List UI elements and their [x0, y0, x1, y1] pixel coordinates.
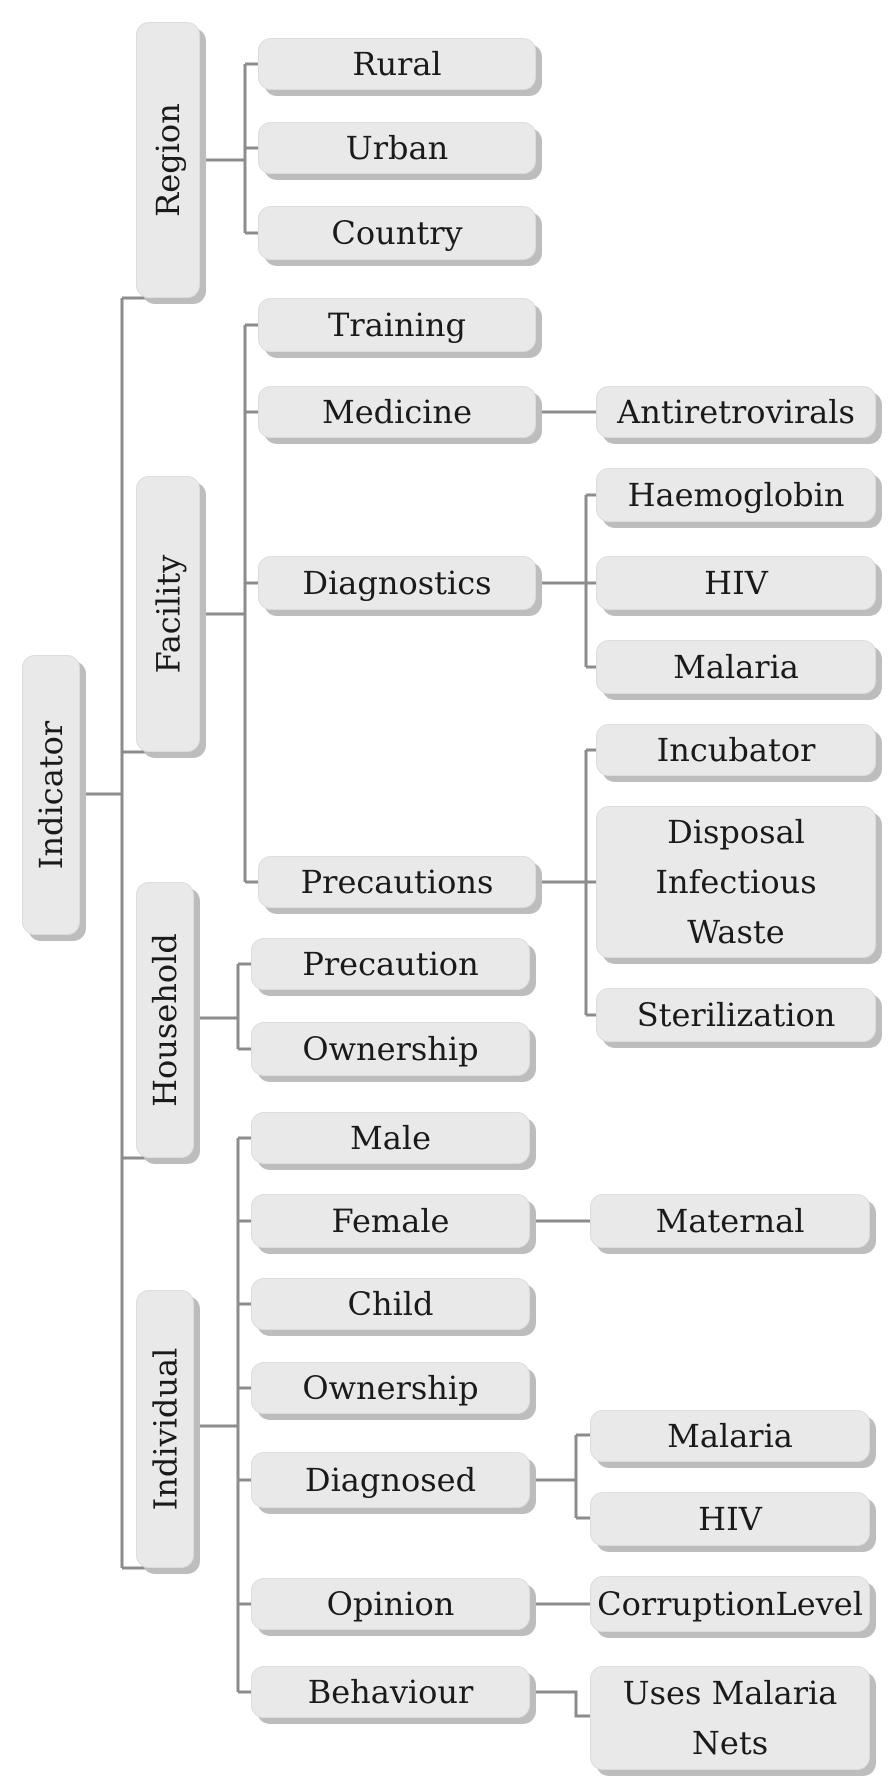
node-antiretrovirals: Antiretrovirals [596, 386, 876, 438]
node-region-label: Region [149, 103, 187, 217]
node-diagnostics: Diagnostics [258, 556, 536, 610]
node-corruption-level: CorruptionLevel [590, 1576, 870, 1632]
node-rural: Rural [258, 38, 536, 90]
node-behaviour: Behaviour [251, 1666, 530, 1718]
node-medicine: Medicine [258, 386, 536, 438]
node-male: Male [251, 1112, 530, 1164]
node-household: Household [136, 882, 194, 1158]
node-haemoglobin: Haemoglobin [596, 468, 876, 522]
node-opinion: Opinion [251, 1578, 530, 1630]
node-child: Child [251, 1278, 530, 1330]
node-household-label: Household [146, 933, 185, 1107]
node-incubator: Incubator [596, 724, 876, 776]
node-individual: Individual [136, 1290, 194, 1568]
node-maternal: Maternal [590, 1194, 870, 1248]
node-individual-label: Individual [146, 1347, 184, 1511]
node-country: Country [258, 206, 536, 260]
node-facility-malaria: Malaria [596, 640, 876, 694]
node-household-precaution: Precaution [251, 938, 530, 990]
node-diagnosed: Diagnosed [251, 1452, 530, 1508]
node-disposal-infectious-waste: Disposal Infectious Waste [596, 806, 876, 958]
node-region: Region [136, 22, 200, 298]
node-indicator: Indicator [22, 655, 80, 935]
node-precautions: Precautions [258, 856, 536, 908]
node-sterilization: Sterilization [596, 988, 876, 1042]
node-individual-malaria: Malaria [590, 1410, 870, 1462]
node-female: Female [251, 1194, 530, 1248]
node-facility: Facility [136, 476, 200, 752]
node-household-ownership: Ownership [251, 1022, 530, 1076]
node-individual-ownership: Ownership [251, 1362, 530, 1414]
node-individual-hiv: HIV [590, 1492, 870, 1546]
node-training: Training [258, 298, 536, 352]
node-facility-label: Facility [149, 554, 188, 674]
node-urban: Urban [258, 122, 536, 174]
node-indicator-label: Indicator [32, 720, 71, 870]
node-facility-hiv: HIV [596, 556, 876, 610]
node-uses-malaria-nets: Uses Malaria Nets [590, 1666, 870, 1770]
